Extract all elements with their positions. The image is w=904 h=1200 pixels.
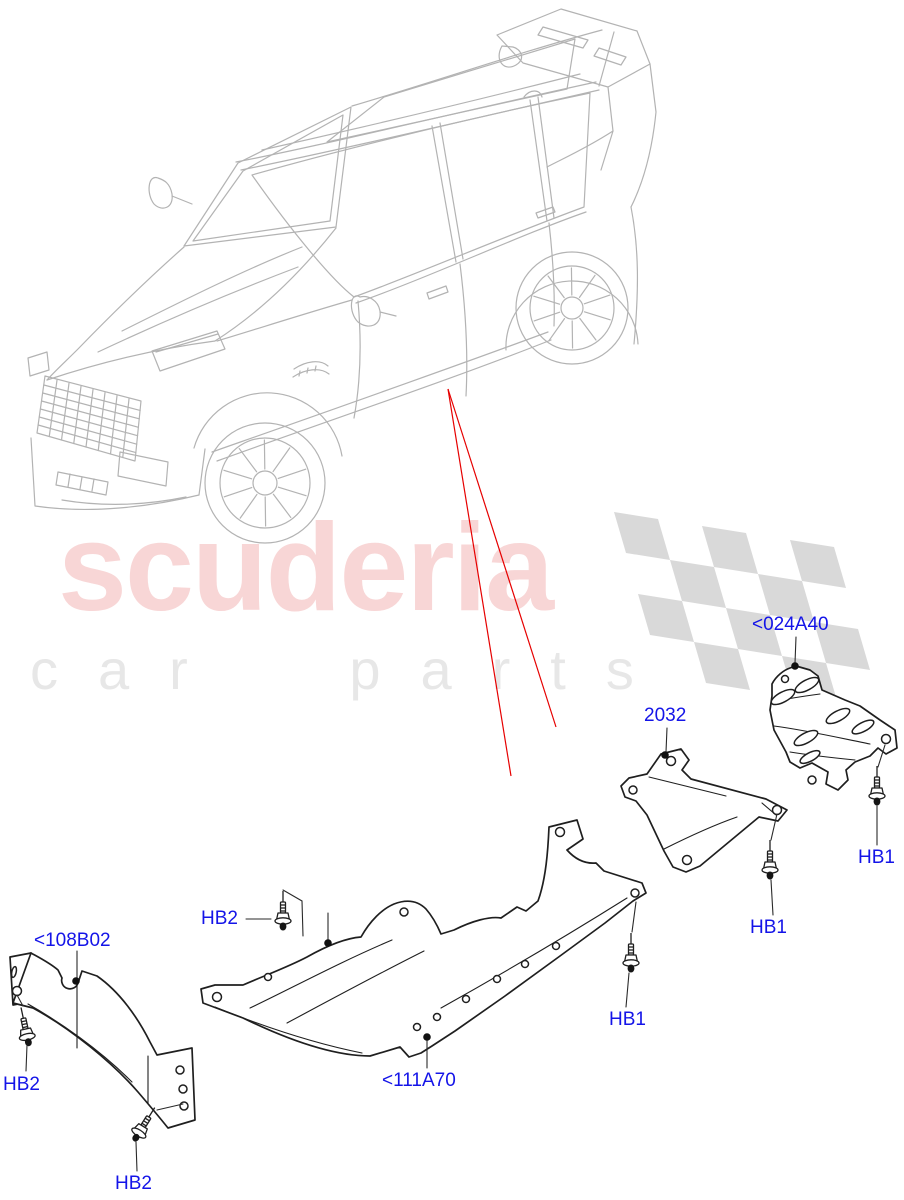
- bolt-hb2-a: [274, 890, 292, 932]
- bolt-hb2-b: [12, 1005, 38, 1049]
- bolt-hb1-b: [761, 839, 779, 881]
- leader-lines: [16, 636, 886, 1172]
- part-label-024A40[interactable]: <024A40: [752, 614, 829, 635]
- part-label-hb1-a[interactable]: HB1: [858, 847, 895, 868]
- part-label-2032[interactable]: 2032: [644, 705, 687, 726]
- part-111A70-drawing: [200, 819, 647, 1058]
- part-label-hb2-c[interactable]: HB2: [115, 1173, 152, 1194]
- bolt-hb1-a: [868, 765, 886, 807]
- part-label-hb2-a[interactable]: HB2: [201, 908, 238, 929]
- red-callout-lines: [447, 388, 557, 777]
- watermark-subtitle-text: car parts: [30, 638, 674, 701]
- part-label-hb1-b[interactable]: HB1: [750, 917, 787, 938]
- grille-mesh: [37, 379, 141, 459]
- part-024A40-drawing: [769, 665, 898, 791]
- bolt-hb1-c: [622, 932, 640, 974]
- part-label-111A70[interactable]: <111A70: [382, 1070, 456, 1091]
- checkered-flag-watermark: [614, 512, 870, 704]
- vehicle-illustration: [27, 8, 657, 544]
- part-label-hb1-c[interactable]: HB1: [609, 1009, 646, 1030]
- part-2032-drawing: [620, 748, 788, 873]
- part-108B02-drawing: [9, 952, 196, 1129]
- part-label-108B02[interactable]: <108B02: [34, 930, 111, 951]
- rear-wheel-spokes: [533, 267, 611, 349]
- front-wheel-spokes: [223, 439, 307, 527]
- part-label-hb2-b[interactable]: HB2: [3, 1074, 40, 1095]
